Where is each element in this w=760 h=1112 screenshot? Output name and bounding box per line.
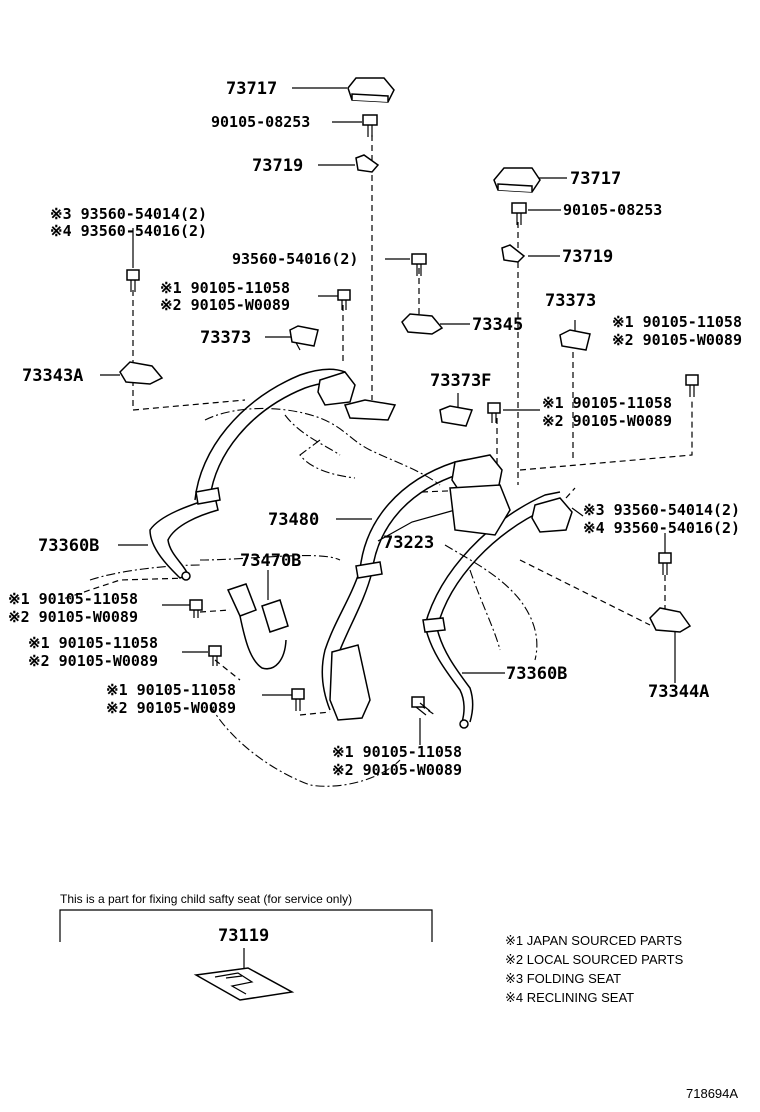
dashed-leaders (59, 135, 693, 716)
callout-japan-bolt-ml: ※1 90105-11058 (160, 279, 290, 297)
legend-item-3: ※3 FOLDING SEAT (505, 971, 621, 986)
label-73373-right: 73373 (545, 291, 596, 311)
cover-73373-left (289, 325, 319, 347)
label-73343a: 73343A (22, 366, 83, 386)
bracket-73719-top (355, 154, 380, 173)
anchor-73344a (649, 607, 692, 633)
label-73373f: 73373F (430, 371, 491, 391)
callout-local-bolt-c: ※2 90105-W0089 (542, 412, 672, 430)
label-73717-top: 73717 (226, 79, 277, 99)
buckle-73480 (329, 644, 371, 721)
bracket-73719-right (501, 244, 526, 263)
label-90105-08253-right: 90105-08253 (563, 201, 662, 219)
part-labels: 73717 90105-08253 73719 73717 90105-0825… (22, 79, 709, 702)
legend: ※1 JAPAN SOURCED PARTS ※2 LOCAL SOURCED … (505, 933, 684, 1005)
part-shapes (119, 77, 699, 729)
bolt-shapes (126, 114, 699, 716)
fastener-callouts: ※3 93560-54014(2) ※4 93560-54016(2) ※1 9… (8, 205, 742, 779)
callout-reclining-bolt-tl: ※4 93560-54016(2) (50, 222, 207, 240)
service-only-box: This is a part for fixing child safty se… (59, 892, 433, 1001)
label-73719-right: 73719 (562, 247, 613, 267)
anchor-73345 (401, 313, 444, 335)
callout-japan-bolt-bc: ※1 90105-11058 (332, 743, 462, 761)
callout-japan-bolt-rt: ※1 90105-11058 (612, 313, 742, 331)
label-90105-08253-top: 90105-08253 (211, 113, 310, 131)
callout-local-bolt-ll2: ※2 90105-W0089 (28, 652, 158, 670)
callout-japan-bolt-ll3: ※1 90105-11058 (106, 681, 236, 699)
rear-seat-outline (89, 407, 538, 787)
legend-item-1: ※1 JAPAN SOURCED PARTS (505, 933, 682, 948)
legend-item-4: ※4 RECLINING SEAT (505, 990, 634, 1005)
label-leaders (100, 87, 676, 745)
label-73360b-left: 73360B (38, 536, 99, 556)
label-73119: 73119 (218, 926, 269, 946)
buckle-73470b (226, 583, 257, 617)
callout-japan-bolt-ll2: ※1 90105-11058 (28, 634, 158, 652)
cover-73373f (439, 405, 474, 427)
label-73373-left: 73373 (200, 328, 251, 348)
anchor-73343a (119, 361, 164, 385)
label-73360b-right: 73360B (506, 664, 567, 684)
label-73719-top: 73719 (252, 156, 303, 176)
label-73480: 73480 (268, 510, 319, 530)
callout-japan-bolt-c: ※1 90105-11058 (542, 394, 672, 412)
callout-local-bolt-bc: ※2 90105-W0089 (332, 761, 462, 779)
callout-reclining-bolt-rm: ※4 93560-54016(2) (583, 519, 740, 537)
callout-local-bolt-ml: ※2 90105-W0089 (160, 296, 290, 314)
callout-folding-bolt-tl: ※3 93560-54014(2) (50, 205, 207, 223)
callout-local-bolt-ll1: ※2 90105-W0089 (8, 608, 138, 626)
callout-local-bolt-ll3: ※2 90105-W0089 (106, 699, 236, 717)
callout-local-bolt-rt: ※2 90105-W0089 (612, 331, 742, 349)
callout-japan-bolt-ll1: ※1 90105-11058 (8, 590, 138, 608)
label-73345: 73345 (472, 315, 523, 335)
label-93560-54016-center: 93560-54016(2) (232, 250, 358, 268)
label-73223: 73223 (383, 533, 434, 553)
legend-item-2: ※2 LOCAL SOURCED PARTS (505, 952, 684, 967)
callout-folding-bolt-rm: ※3 93560-54014(2) (583, 501, 740, 519)
label-73470b: 73470B (240, 551, 301, 571)
diagram-id: 718694A (686, 1086, 738, 1101)
retractor-left (317, 371, 356, 406)
label-73344a: 73344A (648, 682, 709, 702)
service-caption: This is a part for fixing child safty se… (60, 892, 352, 906)
label-73717-right: 73717 (570, 169, 621, 189)
retractor-right (531, 497, 573, 533)
cover-73373-right (559, 329, 591, 351)
